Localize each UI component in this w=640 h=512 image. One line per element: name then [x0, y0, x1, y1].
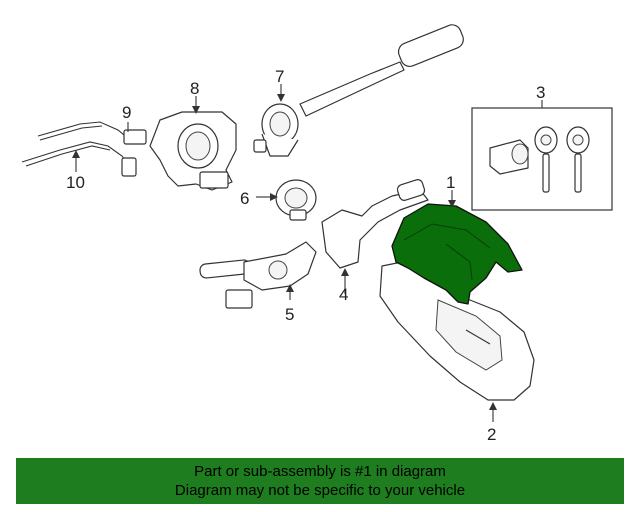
callout-1: 1	[446, 173, 455, 192]
part-6-spiral-cable[interactable]	[256, 179, 317, 221]
part-2-lower-column-cover[interactable]	[379, 261, 535, 422]
callout-4: 4	[339, 285, 348, 304]
callout-6: 6	[240, 189, 249, 208]
banner-line-1: Part or sub-assembly is #1 in diagram	[194, 463, 446, 480]
callout-9: 9	[122, 103, 131, 122]
callout-5: 5	[285, 305, 294, 324]
callout-10: 10	[66, 173, 85, 192]
callout-7: 7	[275, 67, 284, 86]
part-4-headlamp-switch[interactable]	[321, 178, 429, 294]
parts-diagram: 1 2 3 4 5 6 7 8 9 10	[21, 22, 613, 444]
part-1-upper-column-cover[interactable]	[391, 190, 523, 305]
part-info-banner: Part or sub-assembly is #1 in diagram Di…	[16, 458, 624, 504]
callout-2: 2	[487, 425, 496, 444]
part-8-switch-body[interactable]	[149, 96, 237, 191]
part-10-wire-harness[interactable]	[21, 121, 147, 177]
part-7-turn-signal-lever[interactable]	[253, 22, 466, 157]
banner-line-2: Diagram may not be specific to your vehi…	[174, 482, 466, 499]
part-5-wiper-switch[interactable]	[199, 241, 317, 309]
callout-8: 8	[190, 79, 199, 98]
part-3-lock-and-keys[interactable]	[471, 100, 613, 211]
callout-3: 3	[536, 83, 545, 102]
